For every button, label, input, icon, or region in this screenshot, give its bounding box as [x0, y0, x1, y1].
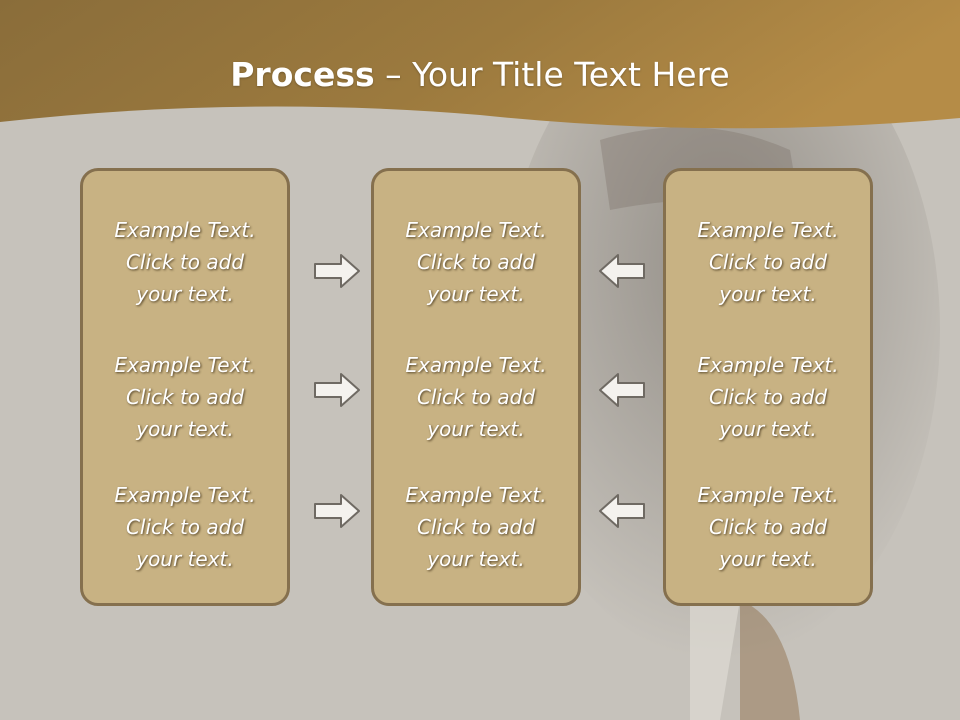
text-line: Click to add [416, 250, 536, 274]
text-placeholder[interactable]: Example Text. Click to add your text. [374, 214, 578, 310]
text-line: Click to add [416, 385, 536, 409]
arrow-left-icon [599, 373, 645, 407]
text-placeholder[interactable]: Example Text. Click to add your text. [374, 349, 578, 445]
text-line: your text. [719, 417, 817, 441]
text-line: your text. [136, 417, 234, 441]
text-line: your text. [427, 282, 525, 306]
text-line: Example Text. [405, 483, 547, 507]
text-placeholder[interactable]: Example Text. Click to add your text. [83, 479, 287, 575]
text-line: your text. [427, 547, 525, 571]
title-rest: – Your Title Text Here [374, 55, 730, 94]
arrow-left-icon [599, 254, 645, 288]
process-box-left[interactable]: Example Text. Click to add your text. Ex… [80, 168, 290, 606]
process-box-right[interactable]: Example Text. Click to add your text. Ex… [663, 168, 873, 606]
text-line: your text. [719, 547, 817, 571]
text-line: Click to add [416, 515, 536, 539]
text-line: your text. [427, 417, 525, 441]
text-line: Example Text. [697, 483, 839, 507]
arrow-right-icon [314, 254, 360, 288]
text-placeholder[interactable]: Example Text. Click to add your text. [83, 349, 287, 445]
title-bold: Process [230, 55, 375, 94]
page-title: Process – Your Title Text Here [0, 52, 960, 98]
text-placeholder[interactable]: Example Text. Click to add your text. [83, 214, 287, 310]
text-placeholder[interactable]: Example Text. Click to add your text. [666, 479, 870, 575]
arrow-right-icon [314, 373, 360, 407]
process-box-center[interactable]: Example Text. Click to add your text. Ex… [371, 168, 581, 606]
text-line: Click to add [125, 515, 245, 539]
header-band [0, 0, 960, 129]
text-line: Example Text. [114, 218, 256, 242]
text-placeholder[interactable]: Example Text. Click to add your text. [374, 479, 578, 575]
text-line: Example Text. [697, 218, 839, 242]
arrow-left-icon [599, 494, 645, 528]
text-line: your text. [136, 547, 234, 571]
text-line: Example Text. [114, 353, 256, 377]
text-line: Click to add [125, 250, 245, 274]
text-placeholder[interactable]: Example Text. Click to add your text. [666, 214, 870, 310]
text-line: your text. [136, 282, 234, 306]
text-line: Example Text. [405, 353, 547, 377]
text-line: Example Text. [114, 483, 256, 507]
text-line: Example Text. [405, 218, 547, 242]
arrow-right-icon [314, 494, 360, 528]
text-line: Click to add [708, 515, 828, 539]
text-line: Click to add [125, 385, 245, 409]
text-line: Click to add [708, 385, 828, 409]
text-placeholder[interactable]: Example Text. Click to add your text. [666, 349, 870, 445]
text-line: Click to add [708, 250, 828, 274]
text-line: your text. [719, 282, 817, 306]
text-line: Example Text. [697, 353, 839, 377]
